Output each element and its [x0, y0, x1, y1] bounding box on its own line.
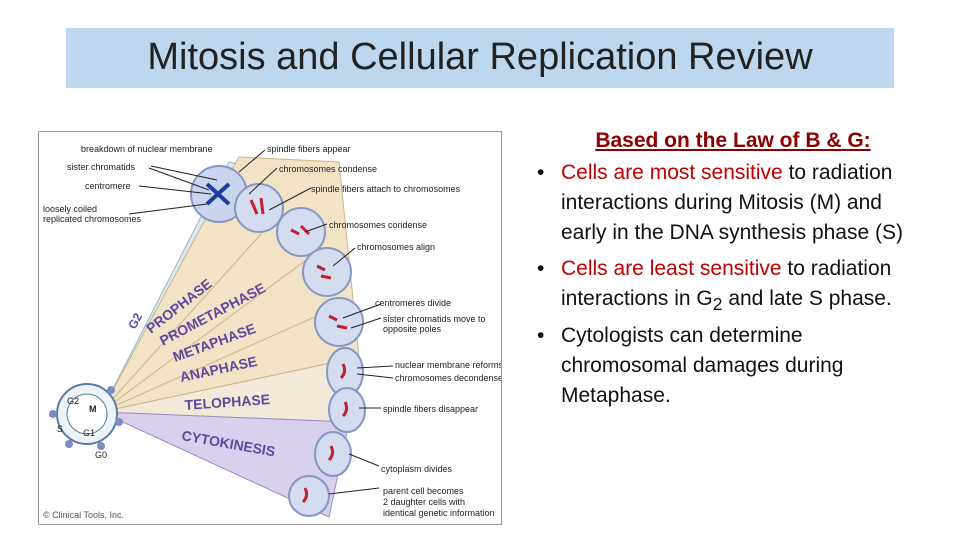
cycle-g2: G2	[67, 396, 79, 406]
phase-g2: G2	[125, 310, 145, 331]
cell-cytokinesis-2	[288, 475, 330, 517]
least-sensitive-emphasis: Cells are least sensitive	[561, 257, 782, 280]
cytologists-text: Cytologists can determine chromosomal da…	[561, 324, 844, 408]
mitosis-diagram: G2 M S G1 G0 G2 PROPHASE PROMETAPHASE ME…	[38, 131, 502, 525]
review-text-panel: Based on the Law of B & G: • Cells are m…	[533, 126, 933, 411]
cell-prophase	[234, 183, 284, 233]
bullet-dot: •	[537, 324, 545, 348]
cycle-g0: G0	[95, 450, 107, 460]
mitosis-diagram-svg: G2 M S G1 G0 G2 PROPHASE PROMETAPHASE ME…	[43, 144, 501, 520]
label-parent-1: parent cell becomes	[383, 486, 464, 496]
label-loosely-1: loosely coiled	[43, 204, 97, 214]
label-spindle-attach: spindle fibers attach to chromosomes	[311, 184, 461, 194]
bullet-cytologists: • Cytologists can determine chromosomal …	[533, 321, 933, 411]
label-align: chromosomes align	[357, 242, 435, 252]
label-condense-2: chromosomes condense	[329, 220, 427, 230]
least-sensitive-text-pre: to radiation interactions in G	[561, 257, 892, 310]
cell-anaphase	[314, 297, 364, 347]
cell-g2	[190, 165, 248, 223]
bullet-dot: •	[537, 257, 545, 280]
slide-title: Mitosis and Cellular Replication Review	[147, 36, 813, 78]
label-parent-2: 2 daughter cells with	[383, 497, 465, 507]
bullet-dot: •	[537, 161, 545, 184]
bullet-least-sensitive: • Cells are least sensitive to radiation…	[533, 254, 933, 319]
label-centromere: centromere	[85, 181, 131, 191]
least-sensitive-text-post: and late S phase.	[722, 287, 892, 310]
most-sensitive-text: to radiation interactions during Mitosis…	[561, 161, 903, 244]
cycle-s: S	[57, 424, 63, 434]
copyright-text: © Clinical Tools, Inc.	[43, 510, 124, 520]
label-sister-move-2: opposite poles	[383, 324, 442, 334]
label-cytoplasm: cytoplasm divides	[381, 464, 453, 474]
cell-cytokinesis-1	[314, 431, 352, 477]
label-spindle-appear: spindle fibers appear	[267, 144, 351, 154]
phase-telophase: TELOPHASE	[184, 391, 270, 413]
label-nuclear-reform: nuclear membrane reforms	[395, 360, 501, 370]
label-sister: sister chromatids	[67, 162, 136, 172]
g2-subscript: 2	[712, 294, 723, 315]
cell-prometaphase	[276, 207, 326, 257]
label-breakdown: breakdown of nuclear membrane	[81, 144, 213, 154]
cell-cycle-wheel: G2 M S G1 G0	[49, 383, 123, 460]
cycle-m: M	[89, 404, 97, 414]
label-loosely-2: replicated chromosomes	[43, 214, 142, 224]
cell-metaphase	[302, 247, 352, 297]
label-parent-3: identical genetic information	[383, 508, 495, 518]
title-bar: Mitosis and Cellular Replication Review	[66, 28, 894, 88]
bullet-most-sensitive: • Cells are most sensitive to radiation …	[533, 158, 933, 248]
most-sensitive-emphasis: Cells are most sensitive	[561, 161, 783, 184]
cell-telophase-2	[328, 387, 366, 433]
label-decondense: chromosomes decondense	[395, 373, 501, 383]
label-condense-1: chromosomes condense	[279, 164, 377, 174]
label-centromeres-divide: centromeres divide	[375, 298, 451, 308]
cycle-g1: G1	[83, 428, 95, 438]
label-spindle-disappear: spindle fibers disappear	[383, 404, 478, 414]
law-heading: Based on the Law of B & G:	[595, 129, 871, 152]
label-sister-move-1: sister chromatids move to	[383, 314, 486, 324]
